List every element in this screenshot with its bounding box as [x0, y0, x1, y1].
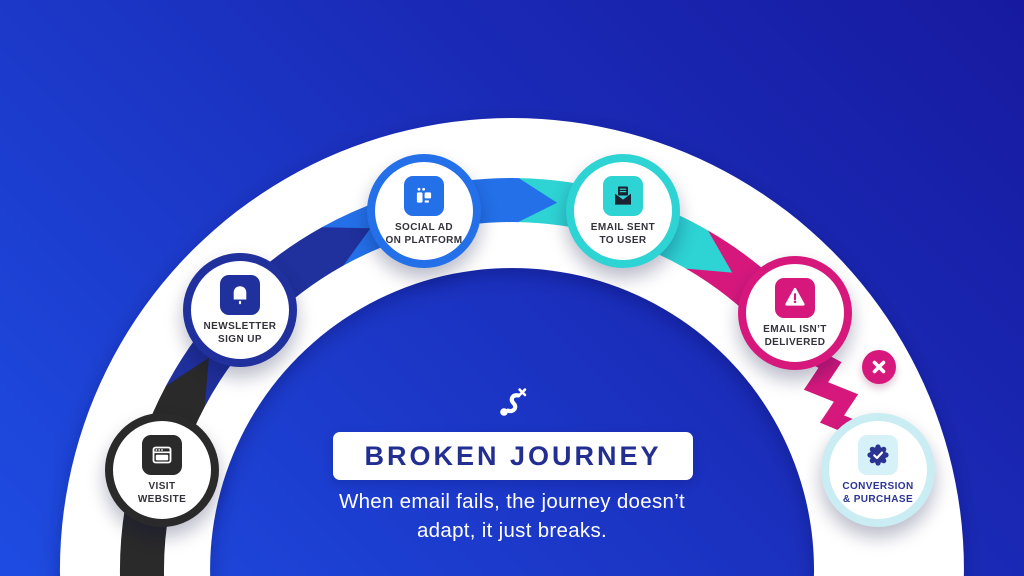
journey-step-visit-website: VISIT WEBSITE — [105, 413, 219, 527]
browser-window-icon — [142, 435, 182, 475]
page-title: BROKEN JOURNEY — [364, 440, 662, 471]
open-email-icon — [603, 176, 643, 216]
journey-step-email-sent-to-user: EMAIL SENT TO USER — [566, 154, 680, 268]
step-label: NEWSLETTER SIGN UP — [203, 321, 277, 345]
white-arc-ring — [59, 118, 964, 576]
subtitle: When email fails, the journey doesn’t ad… — [338, 490, 686, 542]
title-box: BROKEN JOURNEY — [333, 432, 693, 480]
route-with-x-icon — [500, 388, 527, 416]
ad-grid-icon — [404, 176, 444, 216]
x-circle-icon — [862, 350, 896, 384]
step-label: EMAIL ISN’T DELIVERED — [763, 324, 827, 348]
x-icon — [872, 360, 886, 374]
journey-step-email-isnt-delivered: EMAIL ISN’T DELIVERED — [738, 256, 852, 370]
journey-step-conversion-and-purchase: CONVERSION & PURCHASE — [821, 413, 935, 527]
journey-step-social-ad-on-platform: SOCIAL AD ON PLATFORM — [367, 154, 481, 268]
journey-step-newsletter-sign-up: NEWSLETTER SIGN UP — [183, 253, 297, 367]
step-label: VISIT WEBSITE — [137, 481, 187, 505]
step-label: CONVERSION & PURCHASE — [842, 481, 914, 505]
bell-icon — [220, 275, 260, 315]
step-label: EMAIL SENT TO USER — [590, 222, 656, 246]
step-label: SOCIAL AD ON PLATFORM — [385, 222, 463, 246]
warning-triangle-icon — [775, 278, 815, 318]
badge-check-icon — [858, 435, 898, 475]
